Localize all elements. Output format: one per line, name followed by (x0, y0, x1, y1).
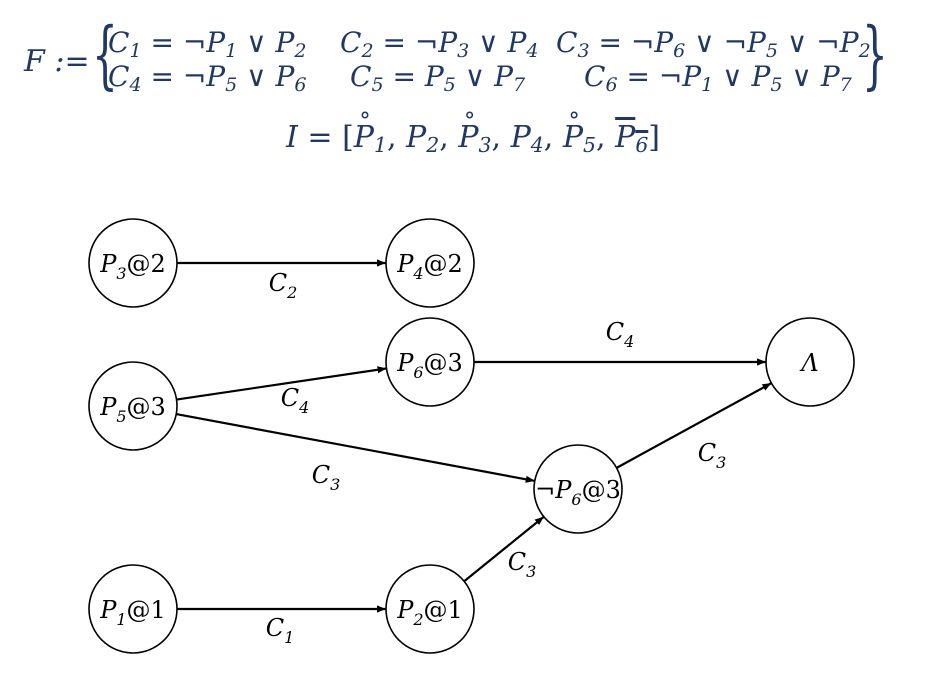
edge-label-p1-p2: C1 (266, 614, 295, 647)
assignment-trail: I = [P1, P2, P3, P4, P5, P6] (286, 108, 660, 156)
node-label: P5@3 (99, 393, 166, 426)
edge-p2-np6 (463, 515, 545, 583)
clause-c3: C3 = ¬P6 ∨ ¬P5 ∨ ¬P2 (556, 26, 871, 62)
node-p3: P3@2 (88, 218, 178, 308)
node-circle (88, 361, 178, 451)
node-label: P1@1 (99, 596, 166, 629)
edge-label-np6-conflict: C3 (698, 439, 727, 472)
edge-p5-p6 (176, 366, 387, 401)
node-circle (385, 317, 475, 407)
node-label: P3@2 (99, 250, 166, 283)
edge-label-p5-p6: C4 (281, 384, 310, 417)
node-circle (88, 218, 178, 308)
node-np6: ¬P6@3 (533, 444, 623, 534)
edge-label-p2-np6: C3 (508, 548, 537, 581)
clause-c1: C1 = ¬P1 ∨ P2 (108, 26, 307, 62)
edge-np6-conflict (616, 382, 772, 469)
formula-left-brace: { (92, 12, 118, 98)
node-p6: P6@3 (385, 317, 475, 407)
node-p4: P4@2 (385, 218, 475, 308)
node-circle (88, 564, 178, 654)
node-p2: P2@1 (385, 564, 475, 654)
node-p1: P1@1 (88, 564, 178, 654)
node-circle (385, 218, 475, 308)
edge-label-p6-conflict: C4 (606, 318, 635, 351)
formula-right-brace: } (862, 12, 888, 98)
node-label: P6@3 (396, 349, 463, 382)
node-circle (765, 317, 855, 407)
edge-label-p5-np6: C3 (312, 461, 341, 494)
node-circle (385, 564, 475, 654)
clause-c6: C6 = ¬P1 ∨ P5 ∨ P7 (584, 60, 852, 96)
node-label: P4@2 (396, 250, 463, 283)
clause-c5: C5 = P5 ∨ P7 (350, 60, 526, 96)
node-p5: P5@3 (88, 361, 178, 451)
clause-c4: C4 = ¬P5 ∨ P6 (108, 60, 307, 96)
edge-label-p3-p4: C2 (269, 269, 298, 302)
node-label: ¬P6@3 (535, 476, 621, 509)
node-label: P2@1 (396, 596, 463, 629)
clause-c2: C2 = ¬P3 ∨ P4 (340, 26, 539, 62)
edge-p5-np6 (176, 412, 535, 483)
formula-lhs: F := (24, 44, 90, 79)
node-circle (533, 444, 623, 534)
node-label: Λ (799, 349, 818, 377)
node-conflict: Λ (765, 317, 855, 407)
